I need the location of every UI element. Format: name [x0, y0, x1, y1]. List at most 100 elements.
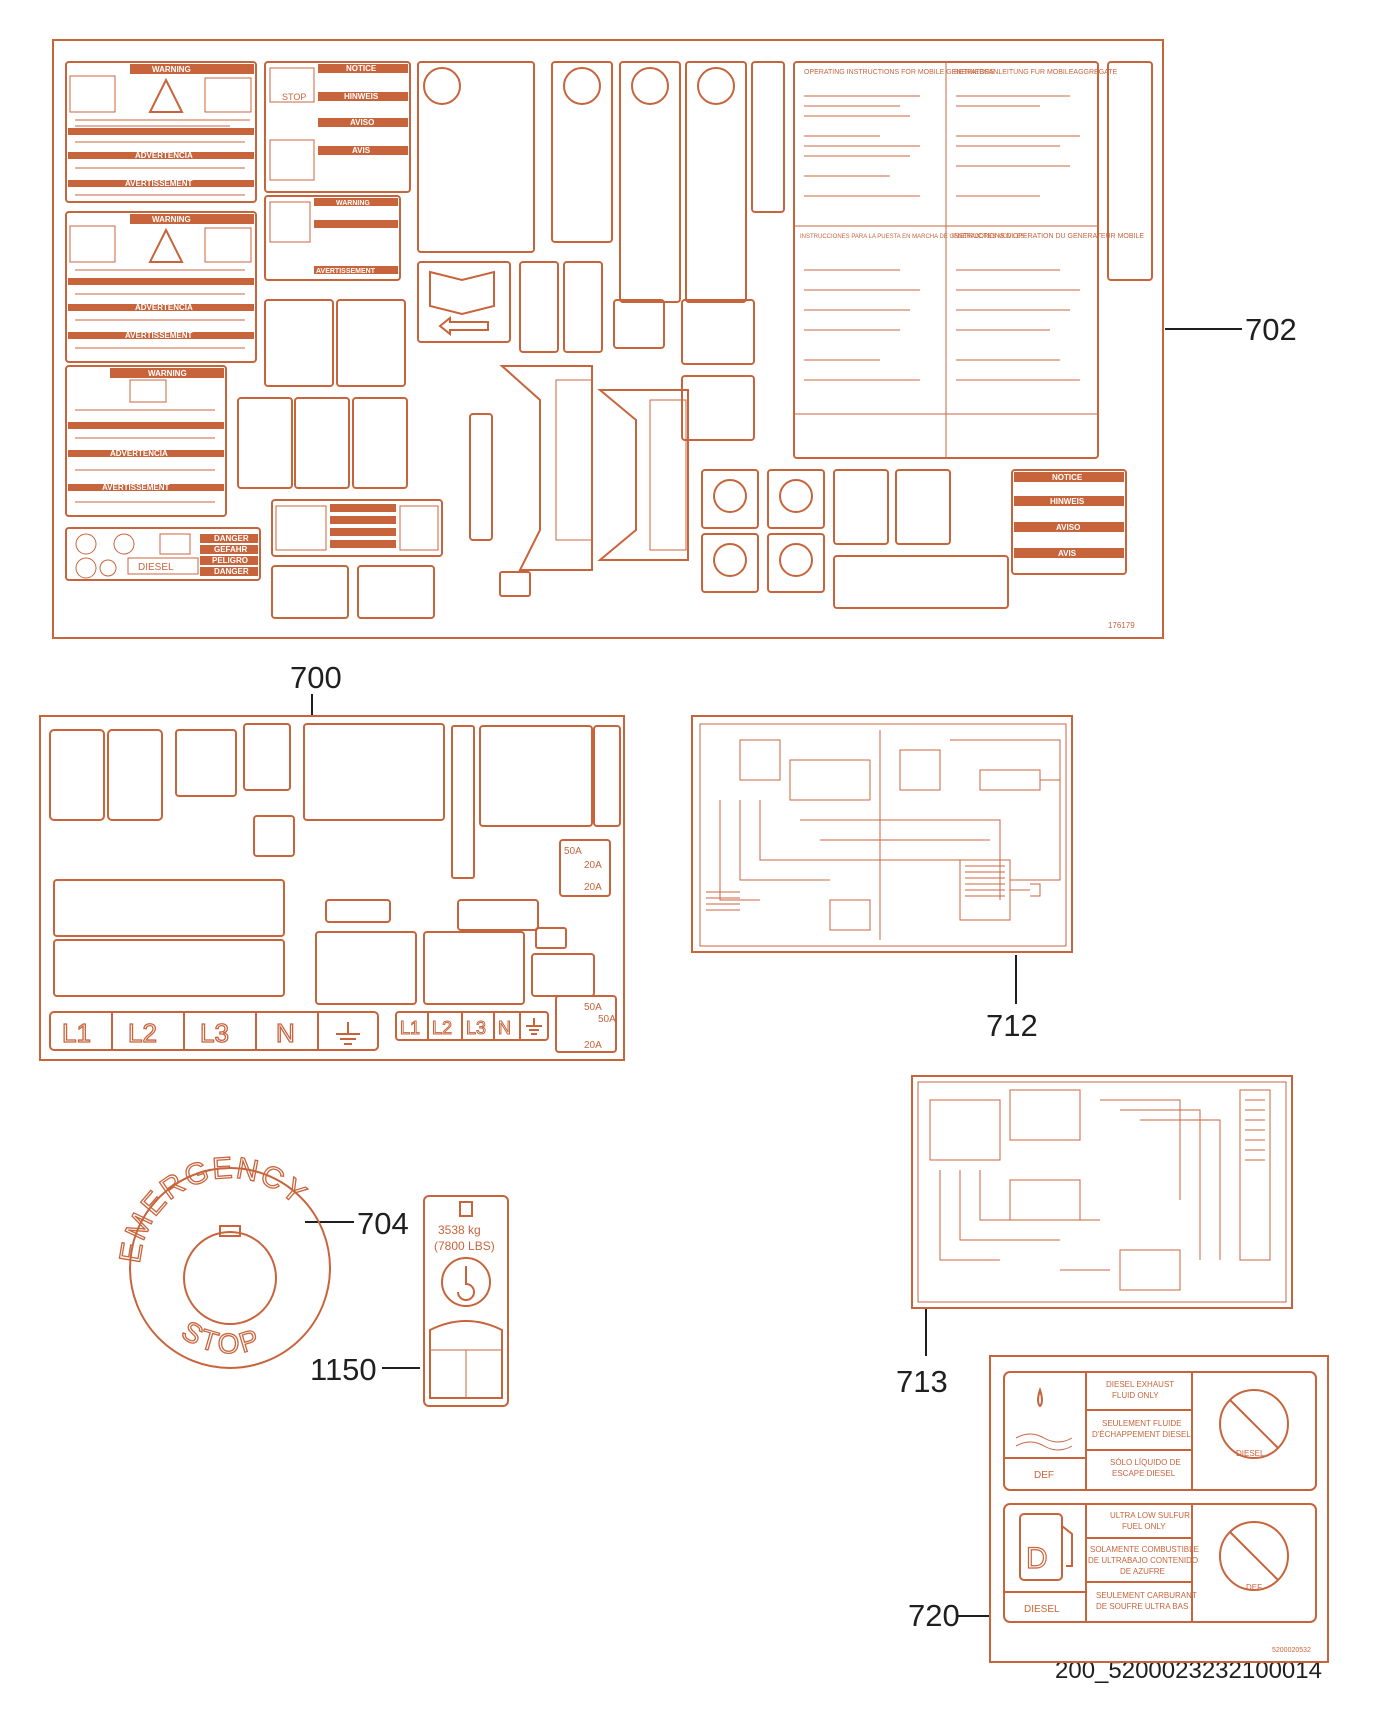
battery-service-decal-2 [833, 555, 1009, 609]
svg-text:AVERTISSEMENT: AVERTISSEMENT [316, 268, 376, 275]
no-def-icon [1219, 1521, 1289, 1591]
svg-text:N: N [276, 1018, 295, 1048]
svg-text:L3: L3 [466, 1018, 486, 1038]
vertical-text-decal [1107, 61, 1153, 281]
wiring-decal-712 [691, 715, 1073, 953]
sheet-702-part-number: 176179 [1108, 621, 1135, 630]
svg-text:N: N [498, 1018, 511, 1038]
svg-text:ADVERTENCIA: ADVERTENCIA [135, 303, 193, 312]
warning-decal-3: WARNING ADVERTENCIA AVERTISSEMENT [65, 365, 227, 517]
svg-text:FUEL ONLY: FUEL ONLY [1122, 1522, 1166, 1531]
svg-text:DIESEL EXHAUST: DIESEL EXHAUST [1106, 1380, 1174, 1389]
phase-label-strip-large: L1 L2 L3 N [49, 1011, 379, 1051]
small-label [535, 927, 567, 949]
pictogram-strip-decal [593, 725, 621, 827]
fuel-filter-decal [613, 299, 665, 349]
small-decal [499, 571, 531, 597]
svg-text:HINWEIS: HINWEIS [1050, 497, 1085, 506]
svg-text:INSTRUCTIONS D'OPERATION DU GE: INSTRUCTIONS D'OPERATION DU GENERATEUR M… [952, 233, 1144, 240]
panel-decal-2 [107, 729, 163, 821]
svg-text:OPERATING INSTRUCTIONS FOR MOB: OPERATING INSTRUCTIONS FOR MOBILE GENERA… [804, 69, 995, 76]
numbered-strip-decal [451, 725, 475, 879]
warning-label-2 [423, 931, 525, 1005]
svg-text:DE AZUFRE: DE AZUFRE [1120, 1567, 1165, 1576]
svg-text:DE ULTRABAJO CONTENIDO: DE ULTRABAJO CONTENIDO [1088, 1556, 1198, 1565]
tie-down-decals [701, 469, 825, 593]
svg-text:DEF: DEF [1034, 1470, 1054, 1481]
svg-text:HINWEIS: HINWEIS [344, 92, 379, 101]
warning-label-1 [315, 931, 417, 1005]
callout-1150: 1150 [310, 1352, 377, 1387]
svg-text:AVIS: AVIS [1058, 549, 1077, 558]
callout-713: 713 [896, 1364, 948, 1399]
emergency-label: EMERGENCY [114, 1152, 314, 1266]
svg-text:SEULEMENT CARBURANT: SEULEMENT CARBURANT [1096, 1591, 1197, 1600]
emergency-stop-decal-704: EMERGENCY STOP [113, 1151, 331, 1369]
svg-text:L1: L1 [62, 1018, 91, 1048]
ulsd-only-panel [1003, 1503, 1317, 1623]
fuel-pictogram-decal [531, 953, 595, 997]
ground-decal-1 [681, 299, 755, 365]
vertical-label-strip [469, 413, 493, 541]
svg-text:L2: L2 [432, 1018, 452, 1038]
pictogram-decal-1 [264, 299, 334, 387]
svg-text:L2: L2 [128, 1018, 157, 1048]
svg-text:SEULEMENT FLUIDE: SEULEMENT FLUIDE [1102, 1419, 1181, 1428]
svg-text:NOTICE: NOTICE [1052, 473, 1083, 482]
wiring-decal-713 [911, 1075, 1293, 1309]
arrow-decal-left [237, 397, 293, 489]
svg-text:WARNING: WARNING [152, 65, 191, 74]
voltage-notice-decal: NOTICE HINWEIS AVISO AVIS [1011, 469, 1127, 575]
operating-instructions-decal: OPERATING INSTRUCTIONS FOR MOBILE GENERA… [793, 61, 1144, 459]
notice-stop-decal: STOP NOTICE HINWEIS AVISO AVIS [264, 61, 411, 193]
hand-decal-1 [271, 565, 349, 619]
hazard-pictogram-row [325, 899, 391, 923]
battery-service-decal [271, 499, 443, 557]
callout-700: 700 [290, 660, 342, 695]
svg-text:FLUID ONLY: FLUID ONLY [1112, 1391, 1159, 1400]
arrow-decal-right [294, 397, 350, 489]
stop-label: STOP [177, 1315, 266, 1359]
svg-text:50A: 50A [564, 846, 582, 857]
svg-text:DANGER: DANGER [214, 567, 249, 576]
battery-warning-decal: WARNING AVERTISSEMENT [264, 195, 401, 281]
svg-text:DIESEL: DIESEL [1236, 1449, 1265, 1458]
svg-text:20A: 20A [584, 1040, 602, 1051]
svg-text:3538 kg: 3538 kg [438, 1223, 481, 1237]
warning-triangle-icon [148, 227, 184, 263]
svg-text:AVISO: AVISO [1056, 523, 1080, 532]
svg-text:WARNING: WARNING [152, 215, 191, 224]
decal-sheet-702: WARNING ADVERTENCIA AVERTISSEMENT WARNIN… [52, 39, 1164, 639]
svg-text:DIESEL: DIESEL [1024, 1604, 1060, 1615]
svg-text:INSTRUCCIONES PARA LA PUESTA E: INSTRUCCIONES PARA LA PUESTA EN MARCHA D… [800, 234, 1025, 240]
decal-sheet-700: 50A 20A 20A 50A 50A 20A L1 L2 L3 N [39, 715, 625, 1061]
receptacle-decal-row-1 [53, 879, 285, 937]
svg-text:BETRIEBSANLEITUNG FUR MOBILEAG: BETRIEBSANLEITUNG FUR MOBILEAGGREGATE [954, 69, 1118, 76]
lift-hook-decal-2 [563, 261, 603, 353]
pictogram-decal-2 [336, 299, 406, 387]
svg-text:AVERTISSEMENT: AVERTISSEMENT [102, 483, 170, 492]
instruction-text-lines [804, 95, 1080, 381]
droplet-icon [1037, 1386, 1043, 1408]
lift-eye-icon [459, 1201, 473, 1217]
instructions-decal [303, 723, 445, 821]
wiring-instruction-decal [479, 725, 593, 827]
svg-text:AVISO: AVISO [350, 118, 374, 127]
svg-text:(7800 LBS): (7800 LBS) [434, 1239, 495, 1253]
svg-text:ULTRA LOW SULFUR: ULTRA LOW SULFUR [1110, 1511, 1190, 1520]
lift-capacity-decal-1150: 3538 kg (7800 LBS) [423, 1195, 509, 1407]
svg-text:SÓLO LÍQUIDO DE: SÓLO LÍQUIDO DE [1110, 1458, 1181, 1467]
lift-hook-decal-1 [519, 261, 559, 353]
svg-text:STOP: STOP [282, 92, 306, 102]
fuel-pump-icon [1019, 1513, 1063, 1581]
svg-text:20A: 20A [584, 860, 602, 871]
svg-text:50A: 50A [598, 1014, 616, 1025]
warning-triangle-icon [148, 77, 184, 113]
lift-hook-icon [441, 1257, 491, 1307]
manual-decal [417, 261, 511, 343]
decal-720-part-number: 5200020532 [1272, 1647, 1311, 1654]
svg-text:L1: L1 [400, 1018, 420, 1038]
ground-symbol-icon [336, 1022, 360, 1045]
phase-selector-decal [175, 729, 237, 797]
